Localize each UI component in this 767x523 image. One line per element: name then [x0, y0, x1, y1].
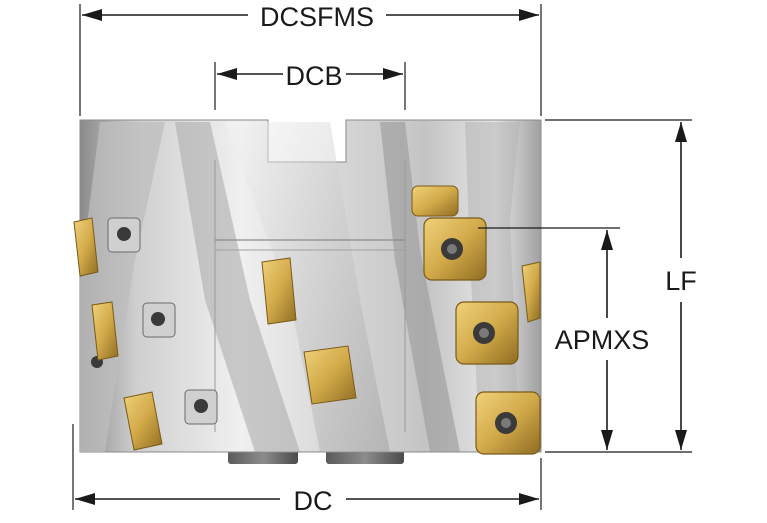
helical-flute-4 [465, 122, 520, 452]
helical-flute-2 [175, 122, 300, 452]
insert-mid-2 [303, 345, 357, 405]
arrow-dcsfms-right [519, 9, 539, 21]
label-dcb: DCB [285, 61, 342, 91]
insert-left-2 [91, 301, 119, 361]
arrow-dc-right [519, 493, 539, 505]
arrow-dcb-right [383, 68, 403, 80]
label-lf: LF [665, 266, 697, 296]
insert-left-1 [73, 217, 99, 277]
insert-right-low [475, 391, 541, 455]
arrow-dc-left [75, 493, 95, 505]
arrow-apmxs-bottom [601, 430, 613, 450]
insert-pocket-left-mid [142, 302, 176, 338]
insert-right-edge [521, 261, 541, 323]
insert-pocket-left-low [184, 389, 218, 425]
label-dcsfms: DCSFMS [260, 2, 374, 32]
arrow-dcsfms-left [82, 9, 102, 21]
arrow-lf-bottom [675, 430, 687, 450]
insert-right-top [423, 217, 487, 281]
label-apmxs: APMXS [555, 325, 650, 355]
insert-pocket-left-top [107, 217, 141, 253]
insert-right-mid [455, 301, 519, 365]
dimensions: DCSFMS DCB LF APMXS DC [72, 2, 697, 516]
arrow-apmxs-top [601, 230, 613, 250]
insert-mid-1 [261, 257, 297, 325]
insert-left-3 [123, 391, 163, 451]
insert-right-upper-small [411, 185, 459, 217]
label-dc: DC [294, 486, 333, 516]
arrow-lf-top [675, 122, 687, 142]
helical-flute-3 [380, 122, 460, 452]
inserts [73, 185, 541, 455]
helical-flute-1 [80, 122, 165, 452]
arrow-dcb-left [217, 68, 237, 80]
